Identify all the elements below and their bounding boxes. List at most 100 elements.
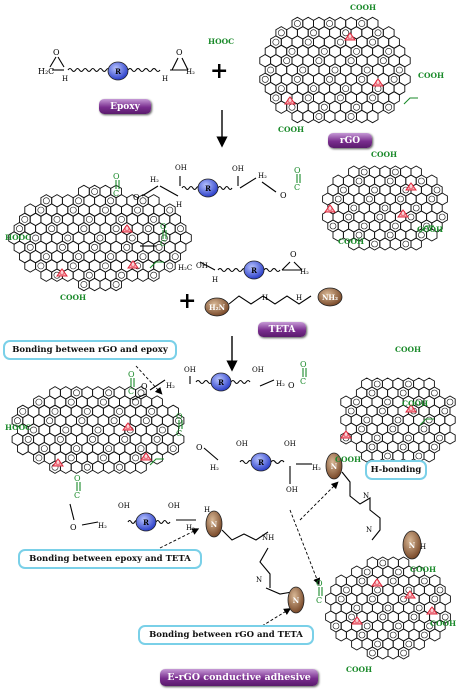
ester-carbonyl-o: O — [74, 474, 81, 483]
chain3-h2b: H₂ — [276, 380, 285, 388]
epoxide-o-label: O — [130, 261, 136, 269]
epoxide-o-label: O — [143, 453, 149, 461]
hooc-label-0: HOOC — [208, 37, 234, 46]
epoxy-h-left: H — [62, 75, 68, 83]
chain2c-h2c: H₂C — [178, 264, 192, 272]
bond-wave — [127, 67, 161, 73]
epoxide-o-label: O — [59, 269, 65, 277]
chain2-h2b: H₂ — [258, 172, 267, 180]
chain3c-oh2: OH — [284, 440, 296, 448]
epoxide-o-label: O — [343, 431, 349, 439]
epoxide-mark-15 — [351, 616, 363, 625]
r-group-step3a — [210, 372, 232, 392]
ketone-mark-3 — [419, 418, 434, 426]
epoxide-o-label: O — [408, 405, 414, 413]
chain3c-oh: OH — [236, 440, 248, 448]
cooh-label-2: COOH — [278, 125, 304, 134]
r-group-step2b — [243, 260, 265, 280]
chain3d-h2b: H₂ — [186, 524, 195, 532]
epoxy-o-left: O — [53, 48, 60, 57]
ester-carbonyl-o: O — [128, 370, 135, 379]
bond-wave — [181, 185, 201, 191]
epoxide-mark-16 — [426, 606, 438, 615]
bond-line — [81, 521, 99, 526]
ketone-mark-4 — [149, 458, 164, 466]
cooh-label-5: COOH — [338, 237, 364, 246]
teta-n-2: N — [363, 492, 369, 500]
bond-line — [57, 56, 65, 68]
epoxide-mark-5 — [397, 209, 409, 218]
chain3-o2: O — [288, 381, 295, 390]
rgo-label: rGO — [328, 133, 372, 148]
ketone-mark-2 — [149, 261, 164, 269]
epoxide-mark-7 — [56, 268, 68, 277]
bond-line — [159, 185, 179, 197]
teta-chain — [228, 295, 312, 305]
r-group-epoxy-label: R — [115, 67, 121, 76]
epoxide-mark-14 — [404, 590, 416, 599]
bond-wave — [195, 379, 213, 385]
cooh-label-12: COOH — [430, 619, 456, 628]
epoxide-mark-10 — [340, 430, 352, 439]
cooh-label-11: COOH — [346, 665, 372, 674]
epoxide-mark-2 — [284, 96, 296, 105]
bond-line — [203, 447, 219, 461]
teta-nh-2: H — [296, 294, 302, 302]
rgo-sheet-2b — [8, 184, 192, 292]
callout-rgo-epoxy: Bonding between rGO and epoxy — [3, 340, 177, 360]
epoxide-o-label: O — [374, 579, 380, 587]
epoxide-o-label: O — [124, 225, 130, 233]
pointer-line-4 — [261, 608, 292, 627]
amine-n-5-label: N — [211, 520, 218, 529]
epoxide-mark-1 — [372, 78, 384, 87]
plus-sign-2: + — [178, 288, 196, 314]
ester-carbon: C — [128, 387, 134, 396]
chain3d-oh2: OH — [168, 502, 180, 510]
pointer-line-3 — [159, 528, 200, 549]
pointer-line-1 — [289, 509, 321, 586]
teta-chain-4 — [259, 547, 271, 588]
bond-line — [261, 181, 277, 193]
plus-sign-1: + — [210, 58, 228, 84]
bond-line — [149, 379, 166, 391]
teta-n-6: N — [256, 576, 262, 584]
bond-wave — [217, 267, 247, 273]
cooh-label-4: COOH — [417, 225, 443, 234]
teta-chain-2 — [341, 471, 381, 541]
cooh-label-3: COOH — [371, 150, 397, 159]
chain2c-h2: H₂ — [300, 268, 309, 276]
epoxide-mark-3 — [405, 182, 417, 191]
amine-n4-h: H — [420, 543, 426, 551]
cooh-label-8: COOH — [402, 399, 428, 408]
epoxide-mark-12 — [52, 458, 64, 467]
epoxide-o-label: O — [125, 423, 131, 431]
amine-n-7 — [287, 586, 305, 614]
epoxide-mark-8 — [127, 260, 139, 269]
callout-h-bonding: H-bonding — [365, 460, 427, 480]
epoxide-o-label: O — [375, 79, 381, 87]
chain2-o2: O — [280, 191, 287, 200]
hooc-label-1: HOOC — [5, 233, 31, 242]
pointer-line-0 — [135, 365, 163, 395]
r-group-step3c-label: R — [143, 518, 149, 527]
rgo-sheet-3c — [325, 556, 451, 660]
ketone-mark-1 — [419, 225, 434, 233]
bond-line — [259, 379, 275, 387]
ester-carbonyl-o: O — [113, 172, 120, 181]
amine-n-1 — [325, 452, 343, 480]
epoxide-mark-17 — [371, 578, 383, 587]
cooh-label-10: COOH — [410, 565, 436, 574]
final-product-label: E-rGO conductive adhesive — [160, 669, 318, 686]
epoxide-o-label: O — [429, 607, 435, 615]
cooh-label-9: COOH — [335, 455, 361, 464]
ester-carbon: C — [300, 377, 306, 386]
bond-line — [49, 56, 57, 68]
r-group-epoxy — [107, 61, 129, 81]
chain3c-o: O — [196, 443, 203, 452]
amine-h2n-label: H₂N — [209, 303, 226, 312]
bond-wave — [155, 519, 171, 525]
cooh-label-0: COOH — [350, 3, 376, 12]
amine-nh2-label: NH₂ — [322, 293, 338, 302]
